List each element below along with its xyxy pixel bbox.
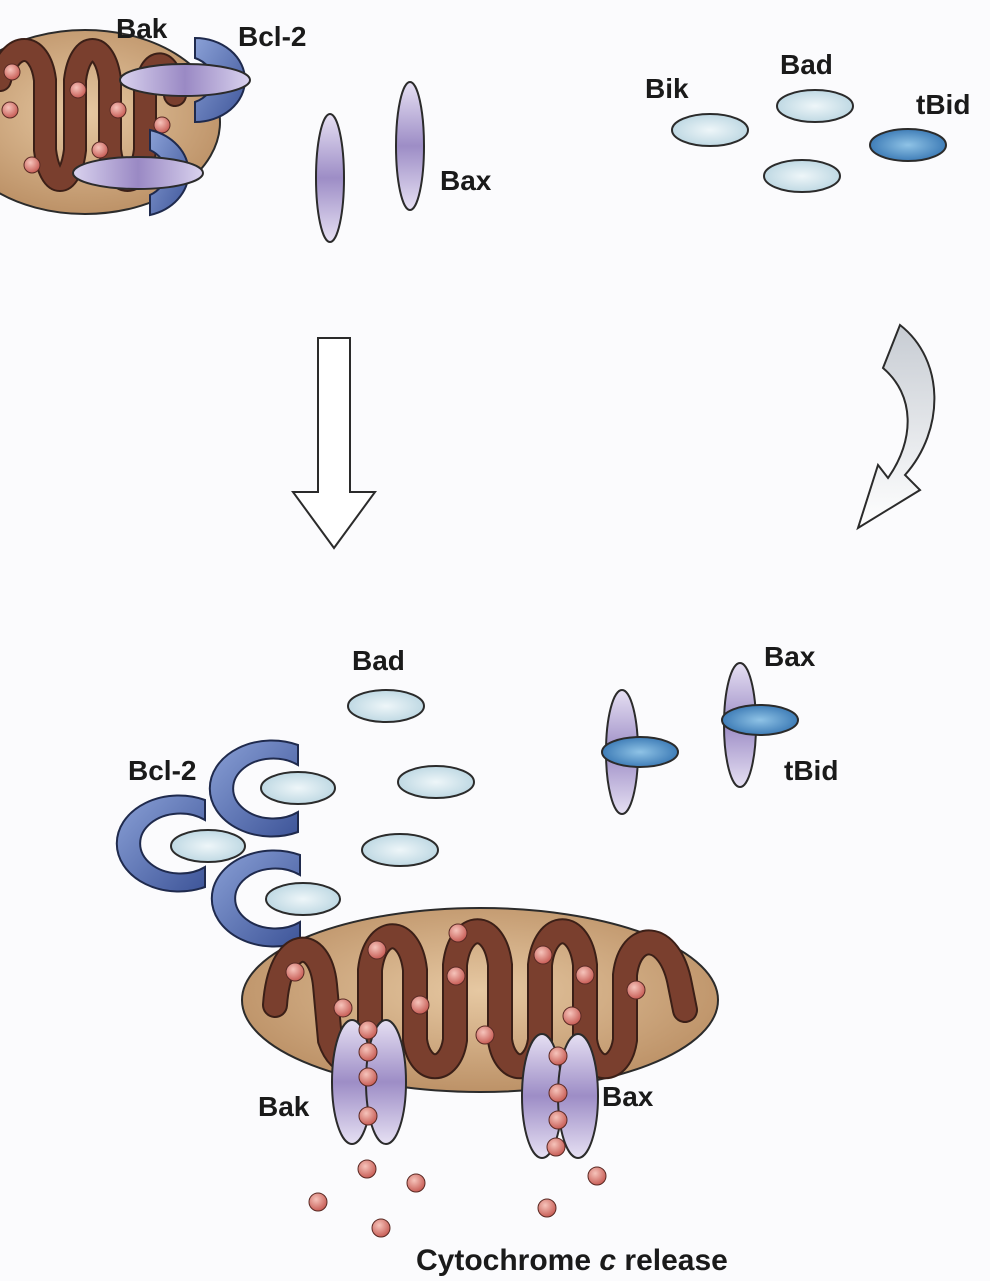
label-bottom-bax: Bax (602, 1081, 654, 1112)
bak-pore (332, 1020, 406, 1144)
bottom-mitochondrion (242, 908, 718, 1092)
caption-italic: c (599, 1244, 616, 1277)
top-bax-1 (316, 114, 344, 242)
label-top-bak: Bak (116, 13, 168, 44)
label-top-bik: Bik (645, 73, 689, 104)
top-bad-2 (764, 160, 840, 192)
curved-arrow (858, 325, 934, 528)
top-bik (672, 114, 748, 146)
bottom-bcl2-bad-1 (210, 741, 335, 837)
top-tbid (870, 129, 946, 161)
bax-pore (522, 1034, 598, 1158)
label-bottom-bcl2: Bcl-2 (128, 755, 196, 786)
label-bottom-tbid: tBid (784, 755, 838, 786)
label-top-tbid: tBid (916, 89, 970, 120)
caption-suffix: release (616, 1244, 728, 1277)
released-cytochrome-c (309, 1160, 606, 1237)
bottom-bad-free-3 (362, 834, 438, 866)
label-top-bax: Bax (440, 165, 492, 196)
caption: Cytochrome c release (416, 1244, 728, 1277)
top-bad-1 (777, 90, 853, 122)
label-bottom-bax-top: Bax (764, 641, 816, 672)
down-arrow (293, 338, 375, 548)
bax-tbid-complex-1 (602, 690, 678, 814)
bottom-bad-free-2 (398, 766, 474, 798)
label-top-bad: Bad (780, 49, 833, 80)
bottom-bad-free-1 (348, 690, 424, 722)
label-bottom-bak: Bak (258, 1091, 310, 1122)
label-bottom-bad: Bad (352, 645, 405, 676)
label-top-bcl2: Bcl-2 (238, 21, 306, 52)
caption-prefix: Cytochrome (416, 1244, 599, 1277)
top-bax-2 (396, 82, 424, 210)
